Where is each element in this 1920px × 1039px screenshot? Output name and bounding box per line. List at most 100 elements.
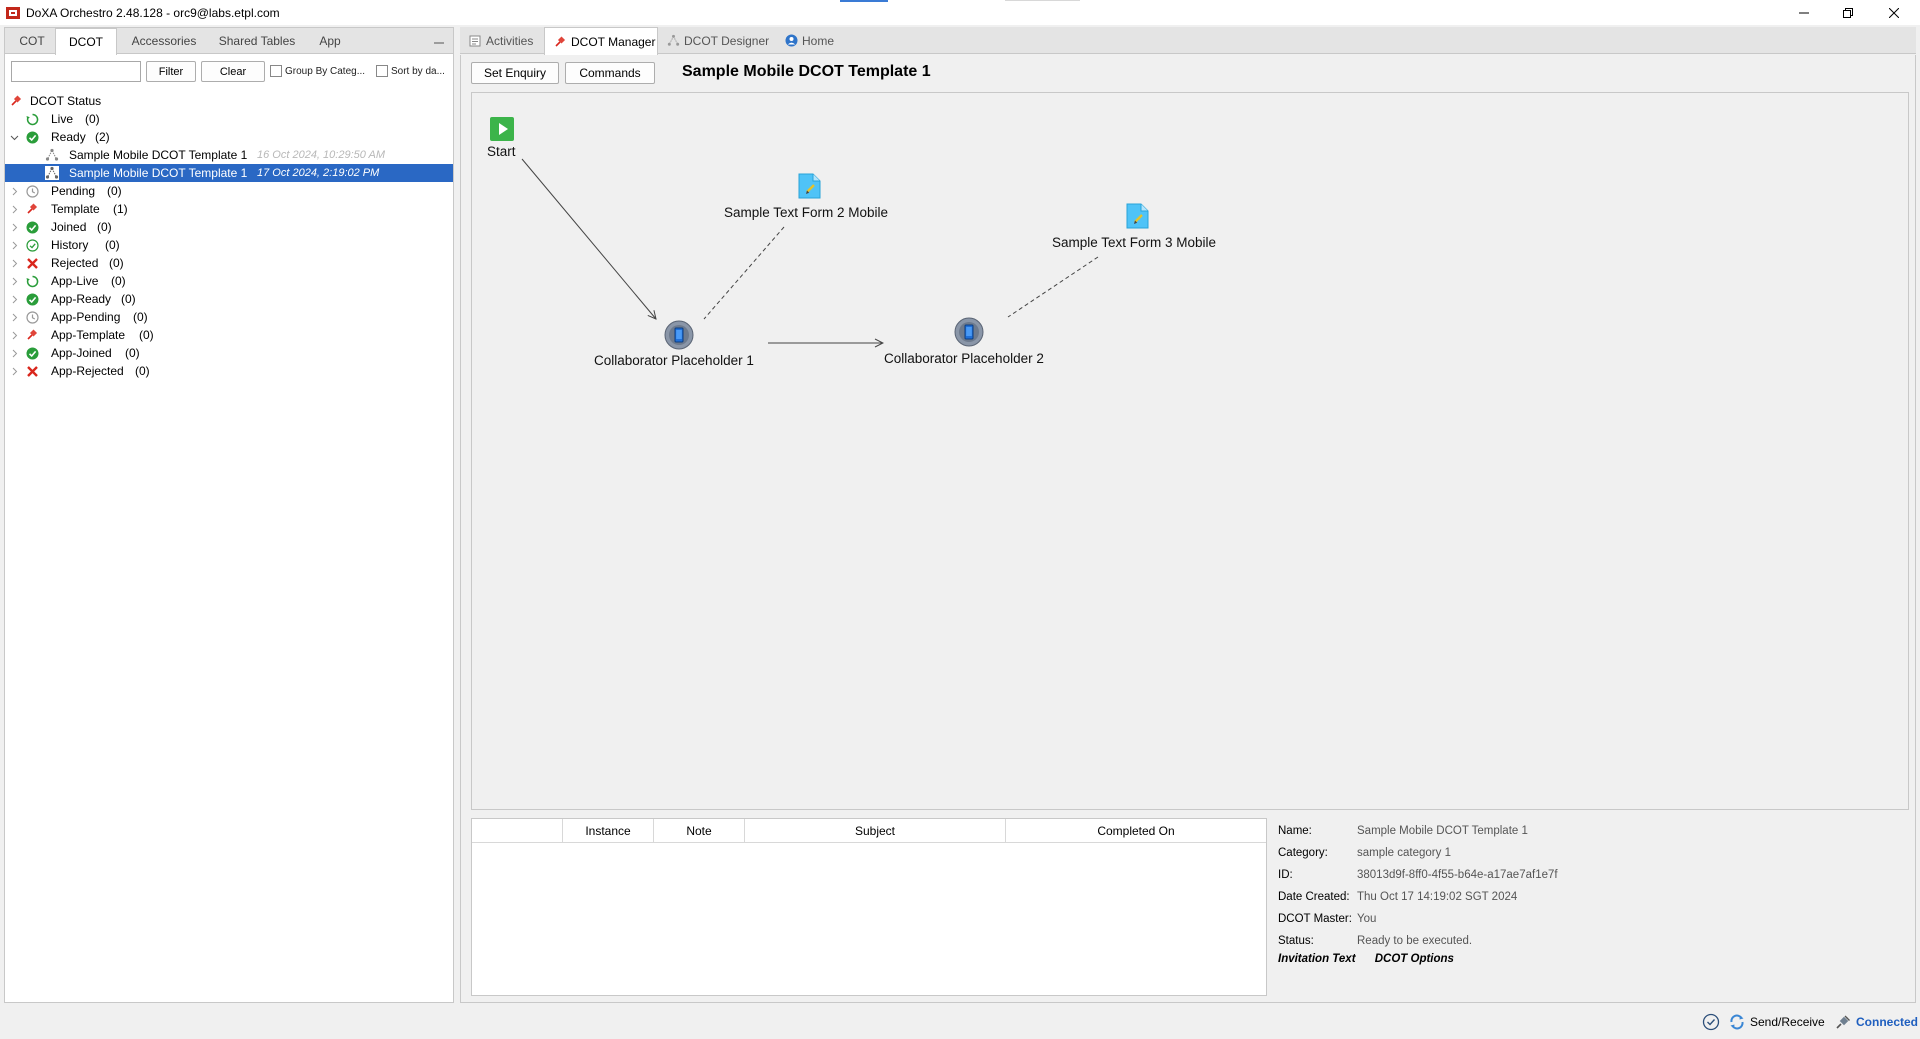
- sort-by-label: Sort by da...: [391, 65, 445, 77]
- chevron-right-icon[interactable]: [9, 258, 19, 268]
- tab-home[interactable]: Home: [784, 27, 848, 54]
- dcot-options-link[interactable]: DCOT Options: [1374, 953, 1454, 965]
- tree-item-app-pending[interactable]: App-Pending (0): [5, 308, 453, 326]
- window-title: DoXA Orchestro 2.48.128 - orc9@labs.etpl…: [26, 5, 280, 20]
- table-header: Instance Note Subject Completed On: [472, 819, 1266, 843]
- tab-dcot[interactable]: DCOT: [55, 28, 117, 55]
- tab-accessories[interactable]: Accessories: [131, 34, 197, 48]
- tree-child-item-selected[interactable]: Sample Mobile DCOT Template 1 17 Oct 202…: [5, 164, 453, 182]
- title-accent-secondary: [1005, 0, 1080, 1]
- clear-button[interactable]: Clear: [201, 61, 265, 82]
- chevron-down-icon[interactable]: [9, 132, 19, 142]
- tree-item-ready[interactable]: Ready (2): [5, 128, 453, 146]
- column-header-blank[interactable]: [472, 819, 563, 843]
- tree-item-template[interactable]: Template (1): [5, 200, 453, 218]
- column-header-instance[interactable]: Instance: [563, 819, 654, 843]
- chevron-right-icon[interactable]: [9, 312, 19, 322]
- column-header-completed-on[interactable]: Completed On: [1097, 824, 1175, 838]
- chevron-right-icon[interactable]: [9, 348, 19, 358]
- tab-cot[interactable]: COT: [19, 34, 45, 48]
- tree-item-live[interactable]: Live (0): [5, 110, 453, 128]
- mobile-collaborator-icon: [664, 320, 694, 350]
- commands-button[interactable]: Commands: [565, 62, 655, 84]
- sync-icon: [1728, 1013, 1746, 1031]
- pin-icon: [25, 328, 39, 342]
- form-document-icon: [1126, 203, 1149, 229]
- history-icon: [25, 238, 39, 252]
- minimize-panel-icon[interactable]: [433, 32, 445, 46]
- chevron-right-icon[interactable]: [9, 222, 19, 232]
- tree-item-label: App-Ready: [51, 292, 112, 306]
- tree-item-rejected[interactable]: Rejected (0): [5, 254, 453, 272]
- chevron-right-icon[interactable]: [9, 276, 19, 286]
- tree-item-app-live[interactable]: App-Live (0): [5, 272, 453, 290]
- chevron-right-icon[interactable]: [9, 240, 19, 250]
- chevron-right-icon[interactable]: [9, 204, 19, 214]
- property-key: ID:: [1278, 869, 1293, 881]
- tree-item-count: (0): [109, 256, 124, 270]
- chevron-right-icon[interactable]: [9, 294, 19, 304]
- property-key: Name:: [1278, 825, 1312, 837]
- form3-node-label: Sample Text Form 3 Mobile: [1052, 235, 1217, 250]
- chevron-right-icon[interactable]: [9, 366, 19, 376]
- column-header-note[interactable]: Note: [654, 819, 745, 843]
- edge-form2-to-collab1: [703, 226, 785, 320]
- invitation-text-link[interactable]: Invitation Text: [1278, 953, 1356, 965]
- tab-label: Activities: [486, 33, 534, 48]
- tree-child-date: 17 Oct 2024, 2:19:02 PM: [257, 167, 380, 179]
- send-receive-button[interactable]: Send/Receive: [1728, 1013, 1825, 1031]
- close-button[interactable]: [1872, 0, 1916, 25]
- start-icon: [490, 117, 514, 141]
- tree-root[interactable]: DCOT Status: [5, 92, 453, 110]
- ready-icon: [25, 130, 39, 144]
- minimize-button[interactable]: [1782, 0, 1826, 25]
- filter-input[interactable]: [11, 61, 141, 82]
- tree-item-joined[interactable]: Joined (0): [5, 218, 453, 236]
- tab-dcot-designer[interactable]: DCOT Designer: [666, 27, 770, 54]
- tab-label: Home: [802, 33, 835, 48]
- tab-shared-tables[interactable]: Shared Tables: [218, 34, 296, 48]
- joined-icon: [25, 220, 39, 234]
- chevron-right-icon[interactable]: [9, 186, 19, 196]
- close-icon: [1889, 7, 1899, 18]
- tree-child-date: 16 Oct 2024, 10:29:50 AM: [257, 149, 386, 161]
- restore-button[interactable]: [1826, 0, 1870, 25]
- form3-node[interactable]: [1126, 203, 1150, 232]
- dcot-template-icon: [45, 166, 59, 180]
- tree-item-label: App-Rejected: [51, 364, 124, 378]
- property-key: Category:: [1278, 847, 1328, 859]
- tree-item-pending[interactable]: Pending (0): [5, 182, 453, 200]
- tree-child-item[interactable]: Sample Mobile DCOT Template 1 16 Oct 202…: [5, 146, 453, 164]
- tree-item-count: (0): [105, 238, 120, 252]
- group-by-label: Group By Categ...: [285, 65, 366, 77]
- tree-item-app-ready[interactable]: App-Ready (0): [5, 290, 453, 308]
- tree-item-app-joined[interactable]: App-Joined (0): [5, 344, 453, 362]
- instances-table[interactable]: Instance Note Subject Completed On: [471, 818, 1267, 996]
- group-by-category-checkbox[interactable]: Group By Categ...: [270, 65, 365, 77]
- workflow-canvas[interactable]: Start Sample Text Form 2 Mobile Sample T…: [471, 92, 1909, 810]
- form2-node[interactable]: [798, 173, 822, 202]
- tree-item-count: (0): [111, 274, 126, 288]
- tree-item-history[interactable]: History (0): [5, 236, 453, 254]
- home-icon: [784, 34, 798, 48]
- pending-icon: [25, 184, 39, 198]
- filter-button[interactable]: Filter: [146, 61, 196, 82]
- tab-dcot-manager[interactable]: DCOT Manager: [544, 27, 658, 55]
- tab-activities[interactable]: Activities: [466, 27, 540, 54]
- tree-item-app-template[interactable]: App-Template (0): [5, 326, 453, 344]
- activity-status-item[interactable]: [1702, 1013, 1724, 1031]
- tab-app[interactable]: App: [319, 34, 341, 48]
- pin-icon: [25, 202, 39, 216]
- tree-item-label: App-Joined: [51, 346, 112, 360]
- page-title: Sample Mobile DCOT Template 1: [682, 63, 931, 80]
- tree-item-app-rejected[interactable]: App-Rejected (0): [5, 362, 453, 380]
- collaborator-1-node[interactable]: [664, 320, 694, 353]
- set-enquiry-button[interactable]: Set Enquiry: [471, 62, 559, 84]
- sort-by-date-checkbox[interactable]: Sort by da...: [376, 65, 445, 77]
- status-bar: Send/Receive Connected: [0, 1005, 1920, 1039]
- chevron-right-icon[interactable]: [9, 330, 19, 340]
- collaborator-2-node[interactable]: [954, 317, 984, 350]
- start-node[interactable]: [490, 117, 514, 144]
- column-header-subject[interactable]: Subject: [745, 819, 1006, 843]
- tree-item-label: App-Template: [51, 328, 126, 342]
